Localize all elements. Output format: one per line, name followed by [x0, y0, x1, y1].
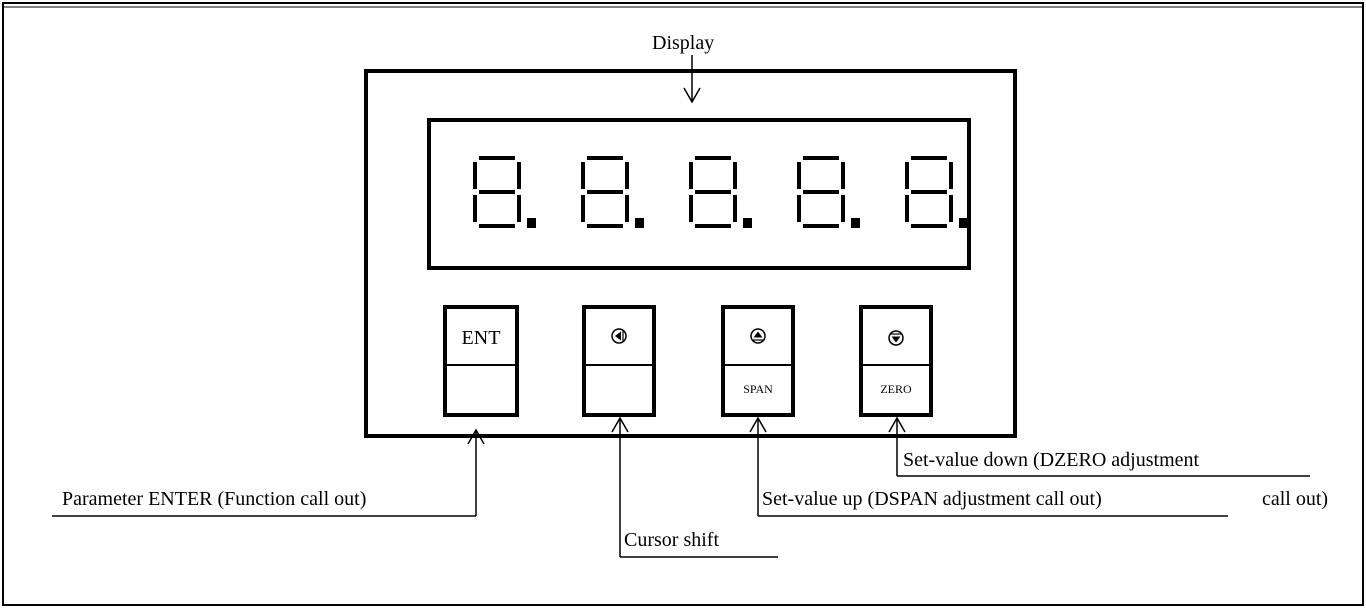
seven-segment-digit: 8. — [473, 156, 536, 228]
up-label: Set-value up (DSPAN adjustment call out) — [762, 488, 1102, 510]
down-label-line2: call out) — [1262, 488, 1328, 510]
down-leader-head — [888, 416, 906, 433]
up-leader-head — [749, 416, 767, 433]
decimal-point — [851, 218, 860, 228]
down-label-line1: Set-value down (DZERO adjustment — [903, 449, 1199, 471]
enter-label: Parameter ENTER (Function call out) — [62, 488, 366, 510]
cursor-label: Cursor shift — [624, 529, 719, 551]
display-arrow-head — [683, 87, 701, 104]
ent-key-label: ENT — [462, 327, 501, 349]
seven-segment-digit: 8. — [689, 156, 752, 228]
seven-segment-digit: 8. — [905, 156, 968, 228]
seven-segment-digits: 8. 8. 8. 8. 8. — [473, 156, 968, 228]
decimal-point — [959, 218, 968, 228]
up-triangle-circle-icon — [750, 328, 766, 344]
decimal-point — [743, 218, 752, 228]
shift-key[interactable] — [582, 305, 656, 417]
zero-key[interactable]: ZERO — [859, 305, 933, 417]
display-window — [427, 118, 971, 270]
zero-key-frame — [859, 305, 933, 417]
span-key[interactable]: SPAN — [721, 305, 795, 417]
ent-key[interactable]: ENT — [443, 305, 519, 417]
left-triangle-circle-icon — [611, 328, 627, 344]
span-key-frame — [721, 305, 795, 417]
down-triangle-circle-icon — [888, 330, 904, 346]
decimal-point — [635, 218, 644, 228]
seven-segment-digit: 8. — [797, 156, 860, 228]
cursor-leader-head — [611, 416, 629, 433]
enter-leader-head — [467, 428, 485, 445]
ent-key-frame — [443, 305, 519, 417]
shift-key-frame — [582, 305, 656, 417]
decimal-point — [527, 218, 536, 228]
span-key-label: SPAN — [743, 382, 773, 396]
panel-body — [364, 69, 1017, 438]
display-label: Display — [652, 32, 714, 54]
zero-key-label: ZERO — [880, 382, 912, 396]
seven-segment-digit: 8. — [581, 156, 644, 228]
